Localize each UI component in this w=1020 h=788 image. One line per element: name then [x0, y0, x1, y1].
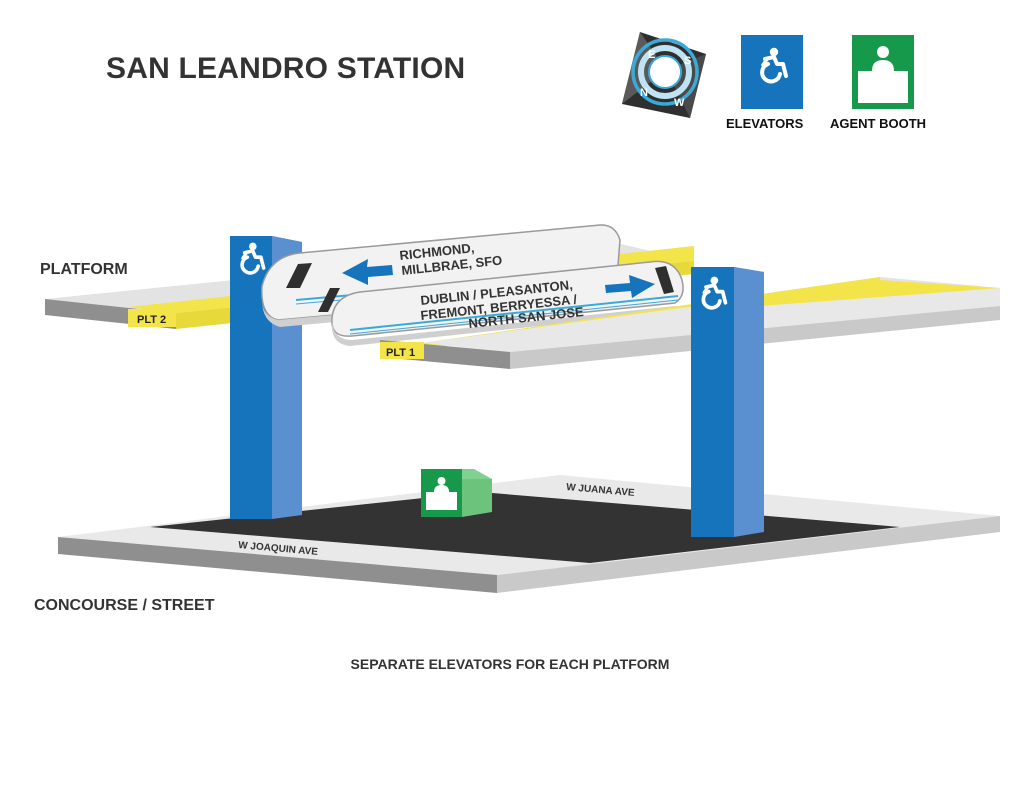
compass-icon: E S N W — [622, 32, 706, 118]
arrow-left-icon — [342, 259, 393, 285]
concourse-level: W JOAQUIN AVE W JUANA AVE — [58, 475, 1000, 593]
arrow-right-icon — [605, 275, 655, 298]
legend-elevator-icon — [741, 35, 803, 109]
compass-w-label: W — [674, 97, 685, 109]
platform-level-label: PLATFORM — [40, 261, 128, 278]
legend-agent-booth-label: AGENT BOOTH — [830, 116, 927, 131]
page-title: SAN LEANDRO STATION — [106, 52, 466, 85]
concourse-level-label: CONCOURSE / STREET — [34, 597, 215, 614]
elevator-note: SEPARATE ELEVATORS FOR EACH PLATFORM — [350, 656, 670, 672]
compass-n-label: N — [640, 87, 648, 99]
agent-booth — [421, 469, 492, 517]
elevator-left — [230, 236, 302, 519]
compass-s-label: S — [684, 55, 691, 67]
plt1-label: PLT 1 — [386, 347, 415, 359]
legend-agent-booth-icon — [852, 35, 914, 109]
elevator-right — [691, 267, 764, 537]
plt2-label: PLT 2 — [137, 314, 166, 326]
legend-elevators-label: ELEVATORS — [726, 116, 804, 131]
compass-e-label: E — [648, 49, 655, 61]
